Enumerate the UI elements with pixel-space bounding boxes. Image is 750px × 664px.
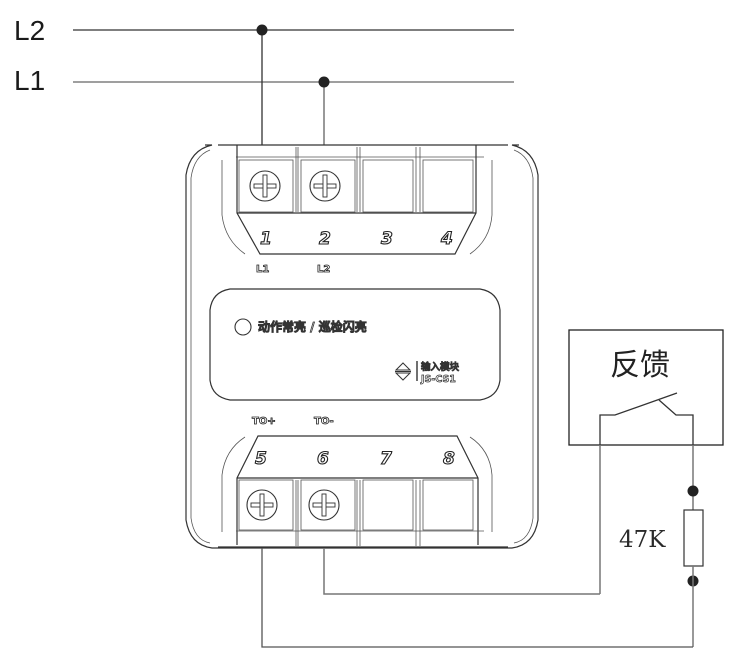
- bus-line-l1: L1: [14, 65, 514, 96]
- indicator-text: 动作常亮 / 巡检闪亮: [258, 319, 367, 334]
- terminal-number-1: 1: [260, 229, 272, 249]
- terminal-cell-5: [238, 479, 294, 531]
- terminal-tag-l2: L2: [317, 264, 330, 275]
- terminal-cell-4: [422, 159, 474, 213]
- bus-line-l2: L2: [14, 15, 514, 46]
- feedback-device-box: [568, 329, 724, 446]
- terminal-number-7: 7: [380, 449, 392, 469]
- terminal-cell-1: [238, 159, 294, 213]
- terminal-number-8: 8: [443, 449, 455, 469]
- bottom-block-bezel: [236, 435, 479, 545]
- terminal-cell-8: [422, 479, 474, 531]
- top-terminal-block: 1 2 3 4 L1 L2: [218, 144, 508, 275]
- terminal-cell-2: [300, 159, 356, 213]
- terminal-tag-l1: L1: [256, 264, 269, 275]
- resistor-label: 47K: [619, 527, 666, 553]
- top-block-bezel: [236, 145, 477, 255]
- terminal-cell-3: [362, 159, 414, 213]
- terminal-cell-7: [362, 479, 414, 531]
- feedback-label: 反馈: [610, 348, 670, 383]
- bus-label-l1: L1: [14, 65, 45, 96]
- module-model: JS-CS1: [420, 374, 456, 385]
- terminal-number-2: 2: [319, 229, 331, 249]
- junction-node-l1: [318, 76, 330, 88]
- junction-node-l2: [256, 24, 268, 36]
- module-shell-inner-edge: [190, 149, 534, 544]
- screw-icon-terminal-6[interactable]: [308, 489, 340, 521]
- terminal-tag-to-minus: TO-: [314, 416, 334, 427]
- resistor-47k: 47K: [619, 485, 704, 587]
- terminal-number-5: 5: [255, 449, 267, 469]
- module-outer-shell: [185, 144, 539, 549]
- terminal-cell-6: [300, 479, 356, 531]
- label-panel-border: [209, 288, 501, 401]
- terminal-number-3: 3: [381, 229, 393, 249]
- address-code-icon: [394, 362, 412, 381]
- terminal-number-6: 6: [317, 449, 329, 469]
- wire-terminal-6-to-feedback: [323, 548, 600, 595]
- wire-terminal-5-to-resistor: [261, 548, 693, 648]
- switch-contact-icon: [599, 392, 694, 445]
- module-name: 输入模块: [421, 361, 460, 373]
- feedback-device: 反馈: [568, 329, 724, 446]
- status-led-icon: [234, 318, 252, 336]
- terminal-tag-to-plus: TO+: [252, 416, 276, 427]
- screw-icon-terminal-5[interactable]: [246, 489, 278, 521]
- resistor-body: [683, 509, 704, 567]
- terminal-number-4: 4: [440, 229, 453, 249]
- top-block-side-shoulders: [221, 160, 493, 255]
- bottom-block-side-shoulders: [221, 436, 493, 532]
- bottom-terminal-block: TO+ TO- 5 6 7 8: [218, 416, 508, 548]
- label-panel: 动作常亮 / 巡检闪亮 输入模块 JS-CS1: [209, 288, 501, 401]
- bus-label-l2: L2: [14, 15, 45, 46]
- screw-icon-terminal-1[interactable]: [249, 170, 281, 202]
- input-module: 1 2 3 4 L1 L2 动作常亮 / 巡检闪亮 输入模块 JS-CS1: [185, 144, 539, 549]
- resistor-node-top: [687, 485, 699, 497]
- screw-icon-terminal-2[interactable]: [309, 170, 341, 202]
